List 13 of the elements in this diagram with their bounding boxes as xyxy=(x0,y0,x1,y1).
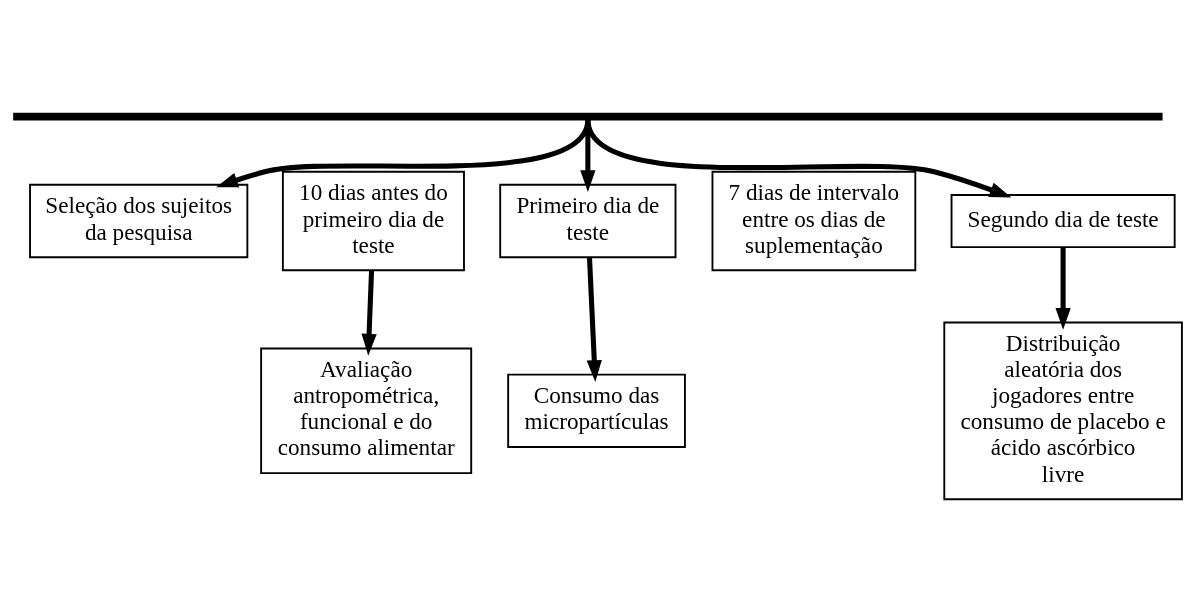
node-box: Segundo dia de teste xyxy=(950,193,1176,248)
node-box: Consumo das micropartículas xyxy=(507,373,686,448)
node-box: Distribuição aleatória dos jogadores entre consumo de placebo e ácido ascórbico livre xyxy=(943,321,1183,500)
node-box: Seleção dos sujeitos da pesquisa xyxy=(29,183,249,258)
node-bar xyxy=(13,112,1163,121)
arrow xyxy=(1055,246,1071,330)
arrow xyxy=(586,257,602,382)
arrow xyxy=(361,270,377,356)
node-box: 10 dias antes do primeiro dia de teste xyxy=(281,170,465,271)
node-box: 7 dias de intervalo entre os dias de suplementação xyxy=(711,170,917,271)
arrow xyxy=(585,118,1012,198)
node-box: Primeiro dia de teste xyxy=(499,183,677,258)
node-box: Avaliação antropométrica, funcional e do consumo alimentar xyxy=(260,347,473,474)
